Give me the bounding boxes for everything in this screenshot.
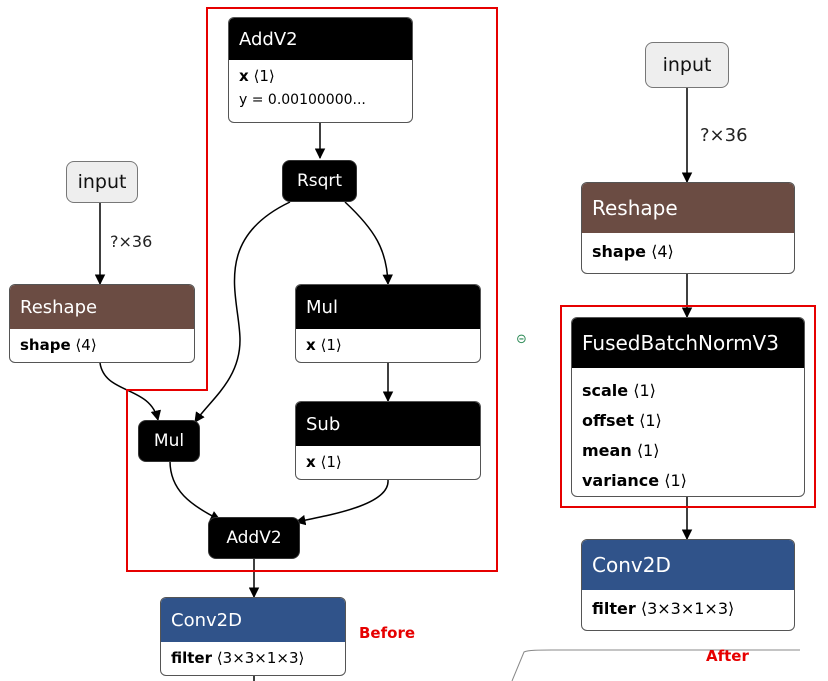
before-addv2-top-header: AddV2 (229, 18, 412, 60)
before-reshape-node[interactable]: Reshape shape ⟨4⟩ (9, 284, 195, 363)
before-reshape-attr-name: shape (20, 336, 71, 354)
before-conv2d-attr-val: ⟨3×3×1×3⟩ (216, 649, 305, 667)
before-label: Before (359, 624, 416, 642)
after-conv2d-header: Conv2D (582, 540, 794, 590)
before-mul-left-node[interactable]: Mul (138, 420, 200, 462)
before-conv2d-header: Conv2D (161, 598, 345, 642)
before-sub-node[interactable]: Sub x ⟨1⟩ (295, 401, 481, 480)
after-fused-header: FusedBatchNormV3 (572, 318, 804, 368)
after-input-shape: ?×36 (700, 125, 748, 146)
before-addv2-bottom-label: AddV2 (226, 528, 282, 548)
before-addv2-top-attr1-val: ⟨1⟩ (253, 67, 275, 85)
after-fused-attr-offset: offset (582, 411, 634, 430)
before-addv2-bottom-node[interactable]: AddV2 (208, 517, 300, 559)
after-fused-attr-variance-val: ⟨1⟩ (664, 471, 687, 490)
before-input-label: input (77, 171, 127, 193)
after-input-label: input (662, 54, 712, 76)
after-reshape-header: Reshape (582, 183, 794, 233)
before-mul-right-header: Mul (296, 285, 480, 329)
before-mul-right-attr-val: ⟨1⟩ (320, 336, 342, 354)
next-node-outline (511, 649, 800, 681)
after-fused-attr-scale: scale (582, 381, 629, 400)
before-addv2-top-attr1-name: x (239, 67, 249, 85)
after-conv2d-attr-val: ⟨3×3×1×3⟩ (640, 599, 735, 618)
edge-reshape-mul (99, 362, 161, 422)
before-addv2-top-node[interactable]: AddV2 x ⟨1⟩ y = 0.00100000... (228, 17, 413, 123)
after-conv2d-attr-name: filter (592, 599, 636, 618)
after-conv2d-node[interactable]: Conv2D filter ⟨3×3×1×3⟩ (581, 539, 795, 631)
before-input-shape: ?×36 (110, 232, 153, 251)
before-conv2d-node[interactable]: Conv2D filter ⟨3×3×1×3⟩ (160, 597, 346, 676)
after-fused-attr-offset-val: ⟨1⟩ (639, 411, 662, 430)
collapse-icon[interactable]: ⊝ (516, 332, 527, 347)
before-mul-left-label: Mul (153, 431, 185, 451)
after-fused-attr-mean: mean (582, 441, 632, 460)
before-rsqrt-label: Rsqrt (296, 171, 343, 191)
before-mul-right-attr-name: x (306, 336, 316, 354)
before-sub-attr-name: x (306, 453, 316, 471)
before-reshape-header: Reshape (10, 285, 194, 329)
before-mul-right-node[interactable]: Mul x ⟨1⟩ (295, 284, 481, 363)
after-fused-attr-variance: variance (582, 471, 660, 490)
edge-rsqrt-mulright (344, 201, 393, 286)
highlight-before (126, 7, 498, 572)
after-reshape-node[interactable]: Reshape shape ⟨4⟩ (581, 182, 795, 274)
after-reshape-attr-val: ⟨4⟩ (651, 242, 674, 261)
before-input-node[interactable]: input (66, 161, 138, 203)
edge-mulleft-addv2 (169, 460, 221, 521)
after-reshape-attr-name: shape (592, 242, 647, 261)
after-input-node[interactable]: input (645, 42, 729, 88)
before-rsqrt-node[interactable]: Rsqrt (282, 160, 357, 202)
before-sub-header: Sub (296, 402, 480, 446)
edge-rsqrt-mulleft (194, 201, 291, 423)
after-fused-node[interactable]: FusedBatchNormV3 scale ⟨1⟩ offset ⟨1⟩ me… (571, 317, 805, 497)
after-fused-attr-scale-val: ⟨1⟩ (633, 381, 656, 400)
before-addv2-top-attr2: y = 0.00100000... (239, 92, 366, 108)
after-label: After (706, 647, 749, 665)
before-reshape-attr-val: ⟨4⟩ (75, 336, 97, 354)
edge-sub-addv2 (294, 479, 389, 526)
before-sub-attr-val: ⟨1⟩ (320, 453, 342, 471)
highlight-after (560, 305, 816, 508)
after-fused-attr-mean-val: ⟨1⟩ (636, 441, 660, 460)
before-conv2d-attr-name: filter (171, 649, 213, 667)
